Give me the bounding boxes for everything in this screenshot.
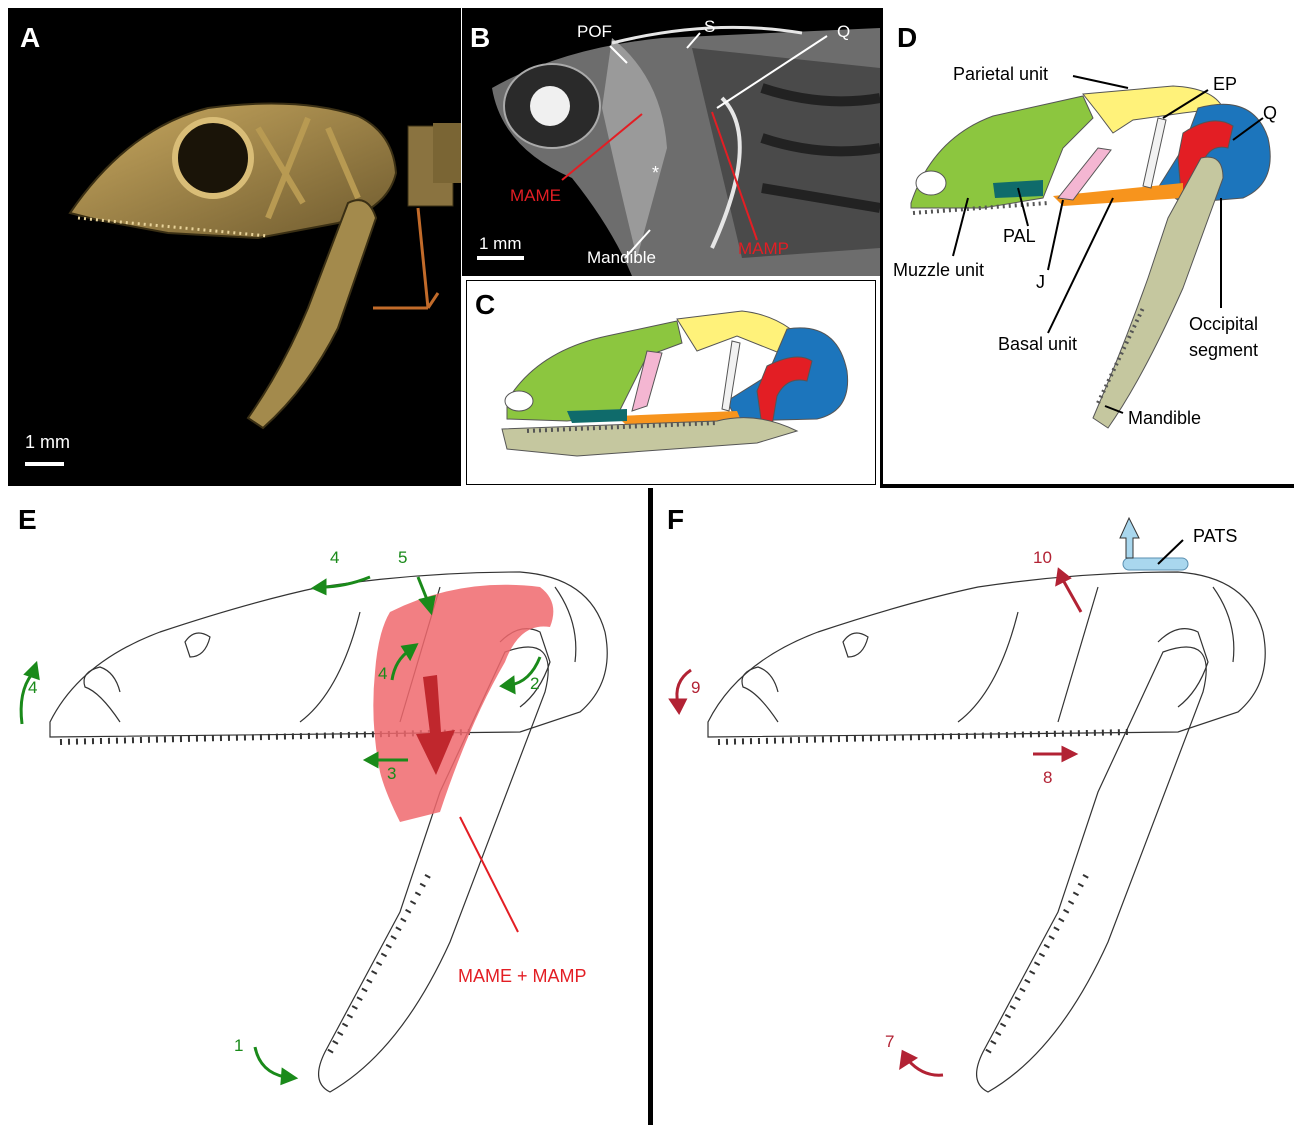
label-segment: segment xyxy=(1189,340,1258,361)
arrow-label-3: 3 xyxy=(387,764,396,784)
panel-letter: C xyxy=(475,289,495,321)
skull-outline-f xyxy=(653,492,1294,1125)
scale-label: 1 mm xyxy=(479,234,522,254)
panel-e: E MAME + MAMP 1 2 3 4 4 4 5 xyxy=(0,492,648,1125)
label-s: S xyxy=(704,17,715,37)
orbit xyxy=(175,120,251,196)
mandible xyxy=(502,418,797,456)
pats-arrow xyxy=(1120,518,1139,558)
label-basal-unit: Basal unit xyxy=(998,334,1077,355)
label-pof: POF xyxy=(577,22,612,42)
arrow-label-4-top: 4 xyxy=(330,548,339,568)
arrow-label-7: 7 xyxy=(885,1032,894,1052)
arrow-label-10: 10 xyxy=(1033,548,1052,568)
skull-outline-e xyxy=(0,492,648,1125)
label-asterisk: * xyxy=(652,163,659,184)
muscle-label: MAME + MAMP xyxy=(458,966,587,987)
panel-letter: B xyxy=(470,22,490,54)
panel-letter: D xyxy=(897,22,917,54)
panel-c: C xyxy=(466,280,876,485)
panel-letter: A xyxy=(20,22,40,54)
scale-label: 1 mm xyxy=(25,432,70,453)
arrow-label-4-mid: 4 xyxy=(378,664,387,684)
arrow-label-5: 5 xyxy=(398,548,407,568)
panel-letter: E xyxy=(18,504,37,536)
mri-section xyxy=(462,8,880,276)
arrow-label-1: 1 xyxy=(234,1036,243,1056)
panel-d: D Parietal unit EP Q Muzzle unit PAL J B… xyxy=(880,8,1294,486)
label-occipital: Occipital xyxy=(1189,314,1258,335)
pats-structure xyxy=(1123,558,1188,570)
arrow-label-4-left: 4 xyxy=(28,678,37,698)
label-q: Q xyxy=(1263,103,1277,124)
panel-letter: F xyxy=(667,504,684,536)
palatine xyxy=(567,409,627,423)
epipterygoid xyxy=(1143,118,1166,188)
ct-render-skull xyxy=(8,8,461,486)
panel-f: F PATS 7 8 9 10 xyxy=(653,492,1294,1125)
jaw-adductor-muscle xyxy=(373,585,553,822)
label-q: Q xyxy=(837,22,850,42)
colored-skull-diagram xyxy=(467,281,875,484)
arrow-label-2: 2 xyxy=(530,674,539,694)
label-mandible: Mandible xyxy=(1128,408,1201,429)
label-j: J xyxy=(1036,272,1045,293)
label-ep: EP xyxy=(1213,74,1237,95)
label-mandible: Mandible xyxy=(587,248,656,268)
arrow-label-8: 8 xyxy=(1043,768,1052,788)
panel-b: B POF S Q * MAME MAMP Mandible 1 mm xyxy=(462,8,880,276)
label-muzzle-unit: Muzzle unit xyxy=(893,260,984,281)
arrow-label-9: 9 xyxy=(691,678,700,698)
label-mamp: MAMP xyxy=(738,239,789,259)
divider-horizontal xyxy=(880,484,1294,488)
panel-a: A 1 mm xyxy=(8,8,461,486)
label-mame: MAME xyxy=(510,186,561,206)
label-pats: PATS xyxy=(1193,526,1237,547)
label-pal: PAL xyxy=(1003,226,1036,247)
label-parietal-unit: Parietal unit xyxy=(953,64,1048,85)
